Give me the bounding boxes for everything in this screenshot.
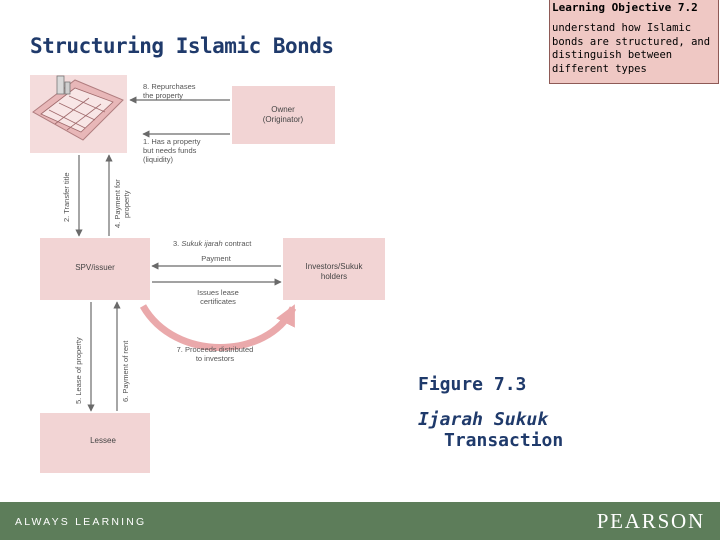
objective-line: bonds are structured, and (552, 35, 711, 48)
ijarah-diagram: Owner (Originator) SPV/issuer Investors/… (25, 70, 392, 475)
property-illustration (30, 75, 127, 153)
step-7-label: 7. Proceeds distributed (177, 345, 254, 354)
step-5-label: 5. Lease of property (74, 337, 83, 404)
step-4-label: 4. Payment for (113, 179, 122, 228)
objective-text: understand how Islamic bonds are structu… (552, 22, 717, 76)
step-8-sublabel: the property (143, 91, 183, 100)
step-2-label: 2. Transfer title (62, 172, 71, 222)
figure-number: Figure 7.3 (418, 374, 527, 395)
issues-label: Issues lease (197, 288, 239, 297)
owner-box (232, 86, 335, 144)
footer-bar: ALWAYS LEARNING PEARSON (0, 502, 720, 540)
lessee-box (40, 413, 150, 473)
step-1-sublabel-a: but needs funds (143, 146, 197, 155)
step-7-sublabel: to investors (196, 354, 235, 363)
objective-heading: Learning Objective 7.2 (552, 1, 698, 14)
step-4-sublabel: property (122, 190, 131, 218)
issues-sublabel: certificates (200, 297, 236, 306)
objective-line: distinguish between (552, 49, 673, 61)
figure-title-cont: Transaction (444, 430, 564, 451)
owner-sublabel: (Originator) (263, 115, 304, 124)
figure-title: Ijarah Sukuk (418, 409, 549, 430)
publisher-logo: PEARSON (596, 509, 705, 533)
owner-label: Owner (271, 105, 295, 114)
step-3-label: 3. Sukuk ijarah contract (173, 239, 252, 248)
lessee-label: Lessee (90, 436, 116, 445)
learning-objective-box: Learning Objective 7.2 understand how Is… (549, 0, 719, 84)
figure-caption: Figure 7.3 Ijarah Sukuk Transaction (418, 374, 563, 451)
step-1-sublabel-b: (liquidity) (143, 155, 174, 164)
distribution-curve (139, 304, 297, 351)
spv-box (40, 238, 150, 300)
step-8-label: 8. Repurchases (143, 82, 196, 91)
objective-line: different types (552, 62, 647, 75)
diagram-svg: Owner (Originator) SPV/issuer Investors/… (25, 70, 392, 475)
payment-label: Payment (201, 254, 232, 263)
objective-line: understand how Islamic (552, 22, 692, 34)
investors-box (283, 238, 385, 300)
step-6-label: 6. Payment of rent (121, 340, 130, 402)
spv-label: SPV/issuer (75, 263, 115, 272)
step-1-label: 1. Has a property (143, 137, 201, 146)
slide-title: Structuring Islamic Bonds (30, 34, 334, 58)
investors-label: Investors/Sukuk (306, 262, 364, 271)
investors-sublabel: holders (321, 272, 347, 281)
footer-tagline: ALWAYS LEARNING (15, 516, 147, 528)
